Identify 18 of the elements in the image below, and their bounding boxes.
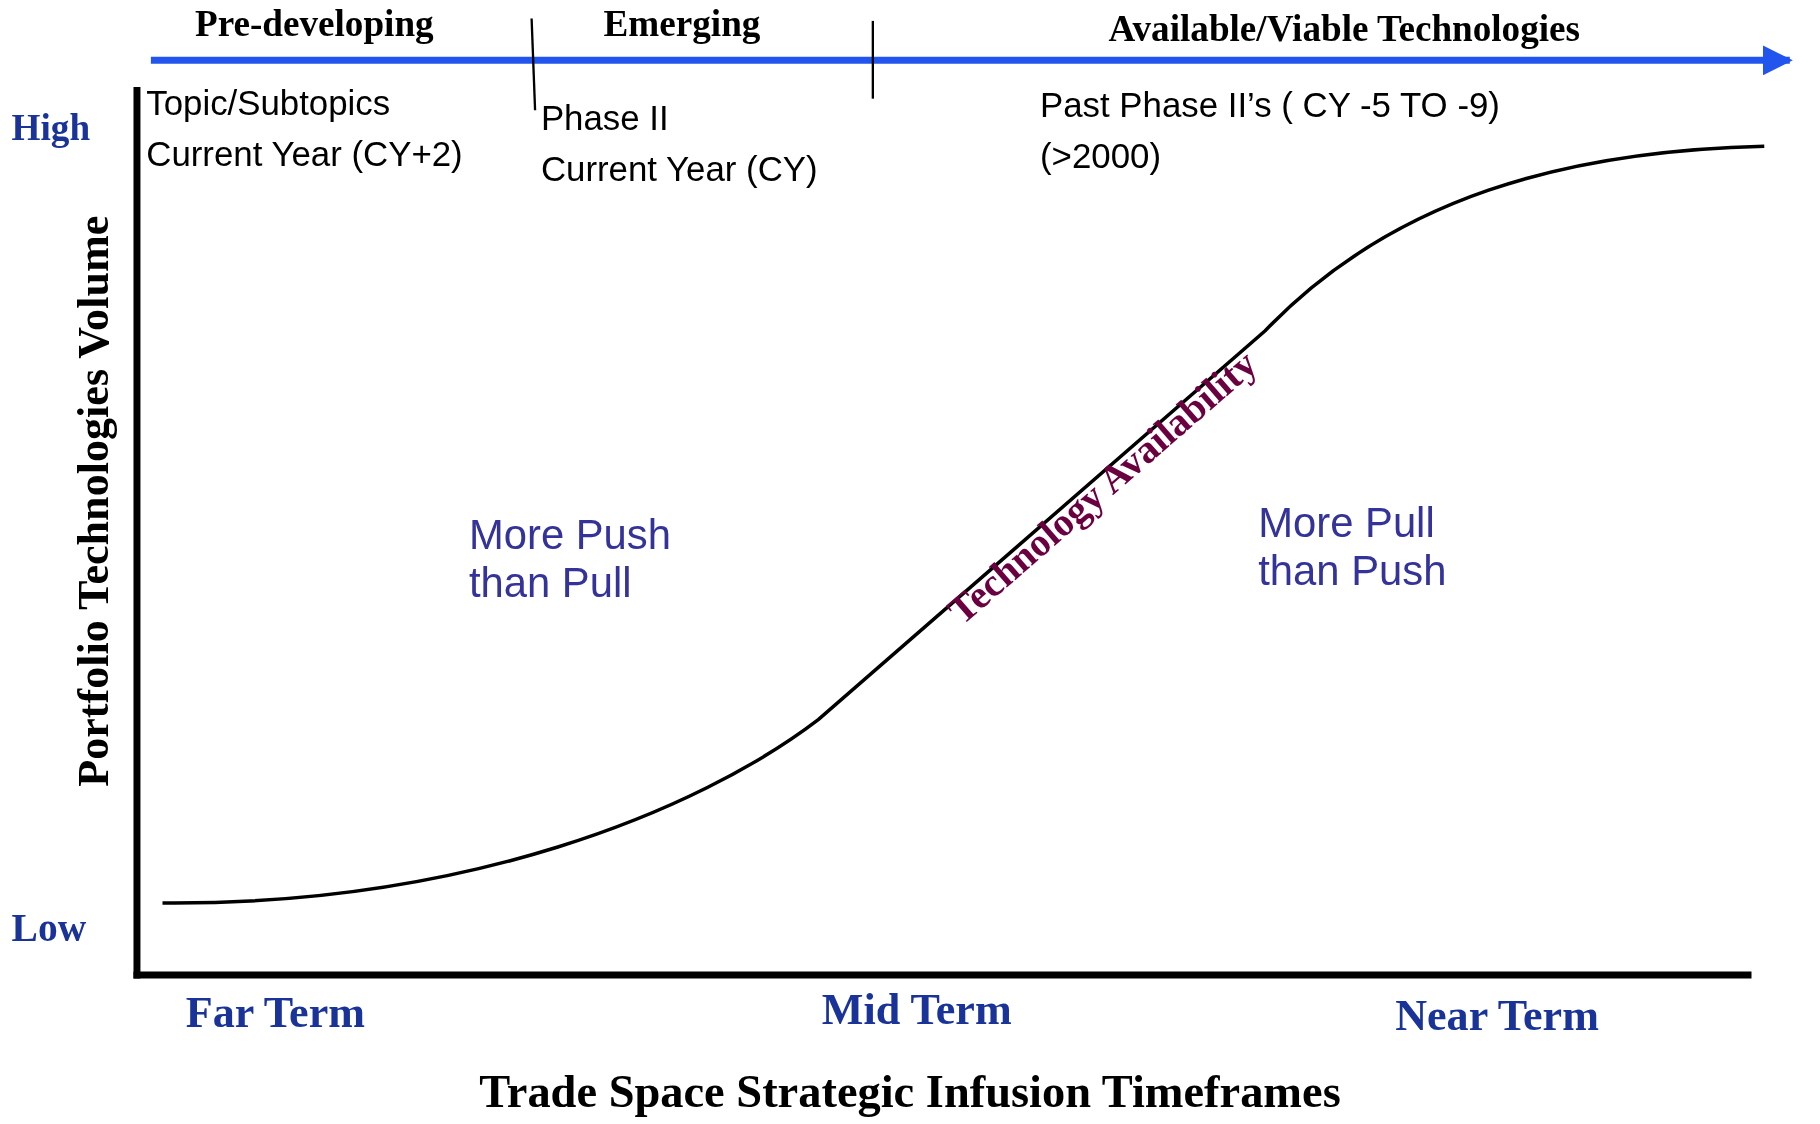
phase-note: Current Year (CY) — [540, 149, 818, 190]
stage-label: Emerging — [603, 2, 761, 46]
axis-value-label: Low — [11, 905, 87, 951]
region-label: More Push than Pull — [468, 510, 672, 607]
timeframe-label: Mid Term — [821, 984, 1012, 1035]
region-label: More Pull than Push — [1258, 499, 1448, 596]
timeframe-label: Far Term — [185, 987, 365, 1039]
stage-label: Pre-developing — [195, 2, 434, 46]
stage-label: Available/Viable Technologies — [1108, 6, 1580, 50]
phase-note: Topic/Subtopics — [146, 83, 391, 124]
phase-note: (>2000) — [1040, 136, 1161, 177]
phase-note: Past Phase II’s ( CY -5 TO -9) — [1040, 85, 1500, 126]
phase-note: Phase II — [540, 98, 669, 139]
caption: Trade Space Strategic Infusion Timeframes — [479, 1065, 1341, 1119]
axis-title: Portfolio Technologies Volume — [68, 215, 119, 787]
phase-note: Current Year (CY+2) — [146, 134, 463, 175]
timeframe-label: Near Term — [1395, 990, 1599, 1041]
axis-value-label: High — [11, 106, 91, 150]
